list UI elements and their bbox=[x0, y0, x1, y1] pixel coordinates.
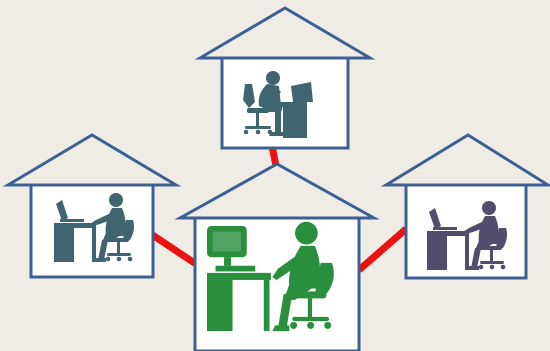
house-right-roof bbox=[380, 133, 550, 187]
link-center-left bbox=[146, 229, 198, 267]
link-center-right bbox=[356, 226, 409, 273]
house-top-roof bbox=[194, 6, 376, 60]
house-center bbox=[174, 162, 380, 351]
house-top bbox=[194, 6, 376, 150]
house-left-roof bbox=[2, 133, 182, 187]
house-right bbox=[380, 133, 550, 280]
house-left bbox=[2, 133, 182, 279]
house-center-roof bbox=[174, 162, 380, 220]
